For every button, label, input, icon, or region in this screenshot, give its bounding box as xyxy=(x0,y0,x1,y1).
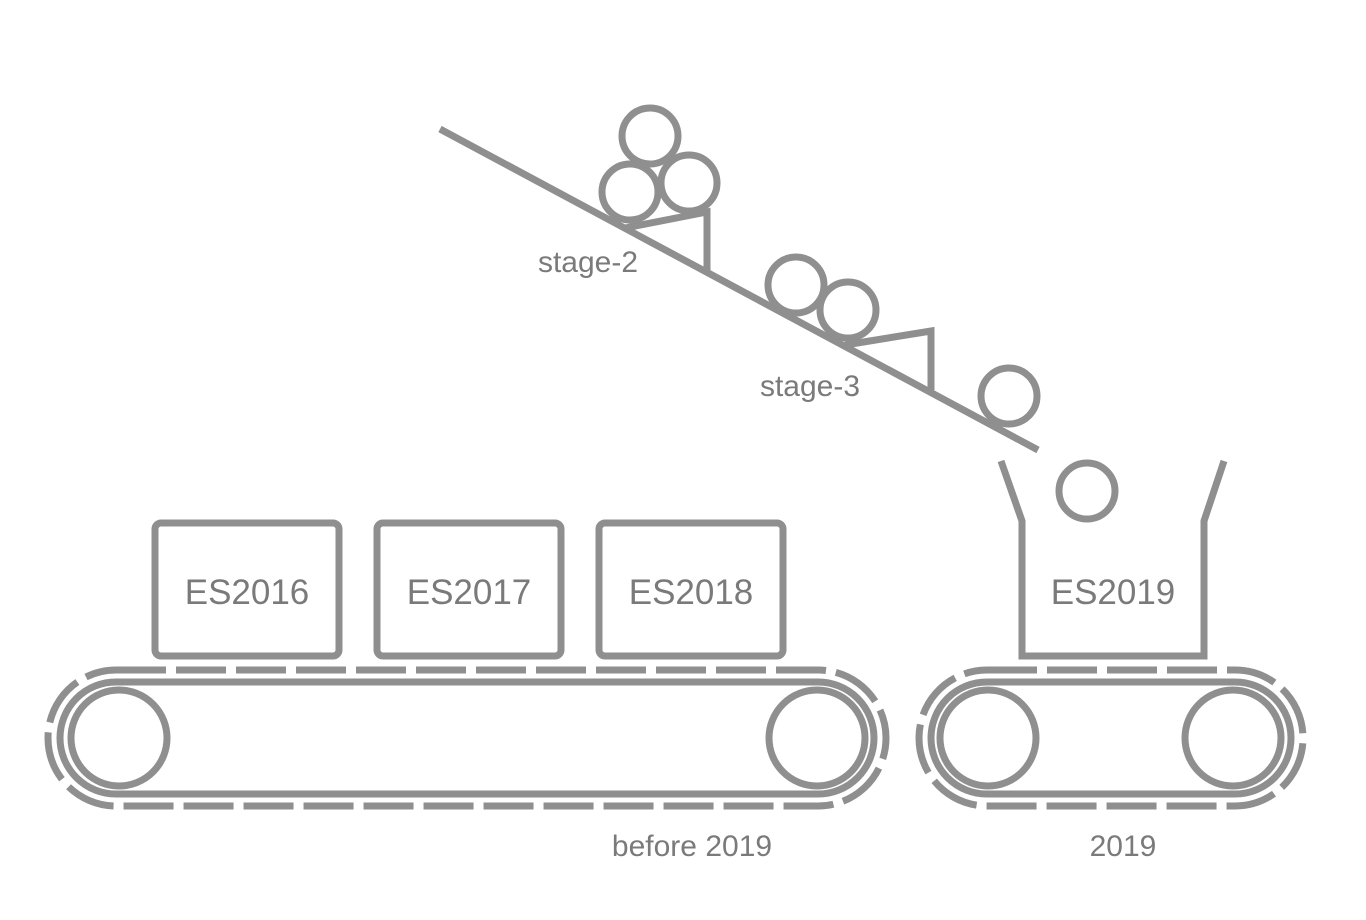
box-label-es2016: ES2016 xyxy=(185,573,310,612)
stage-3-wedge xyxy=(844,326,935,390)
belt-label-2019: 2019 xyxy=(1090,830,1157,863)
stage-2-platform xyxy=(598,104,721,272)
stage-2-ball xyxy=(657,151,721,215)
box-es2017 xyxy=(373,519,565,660)
box-label-es2018: ES2018 xyxy=(629,573,754,612)
falling-ball xyxy=(977,364,1041,428)
belt-label-before-2019: before 2019 xyxy=(612,830,772,863)
stage-3-platform xyxy=(764,253,935,390)
ball-in-hopper xyxy=(1055,459,1119,523)
belt-outer-track xyxy=(915,666,1307,810)
box-label-es2019: ES2019 xyxy=(1051,573,1176,612)
stage-2-ball xyxy=(598,160,662,224)
belt-wheel-left xyxy=(67,686,171,790)
belt-wheel-right xyxy=(1181,686,1285,790)
stage-3-ball xyxy=(816,278,880,342)
stage-3-label: stage-3 xyxy=(760,370,860,403)
belt-outer-track xyxy=(44,666,890,810)
ramp xyxy=(438,104,1041,454)
belt-wheel-right xyxy=(765,686,869,790)
hopper-es2019 xyxy=(997,459,1228,660)
belt-inner-track xyxy=(927,678,1295,798)
ramp-incline xyxy=(438,125,1040,454)
box-es2016 xyxy=(151,519,343,660)
belt-before-2019 xyxy=(44,519,890,810)
box-label-es2017: ES2017 xyxy=(407,573,532,612)
belt-inner-track xyxy=(56,678,878,798)
belt-wheel-left xyxy=(936,686,1040,790)
stage-3-ball xyxy=(764,253,828,317)
stage-2-wedge xyxy=(624,207,711,272)
stage-2-label: stage-2 xyxy=(538,246,638,279)
stage-2-ball xyxy=(618,104,682,168)
box-es2018 xyxy=(595,519,787,660)
belt-2019 xyxy=(915,459,1307,810)
